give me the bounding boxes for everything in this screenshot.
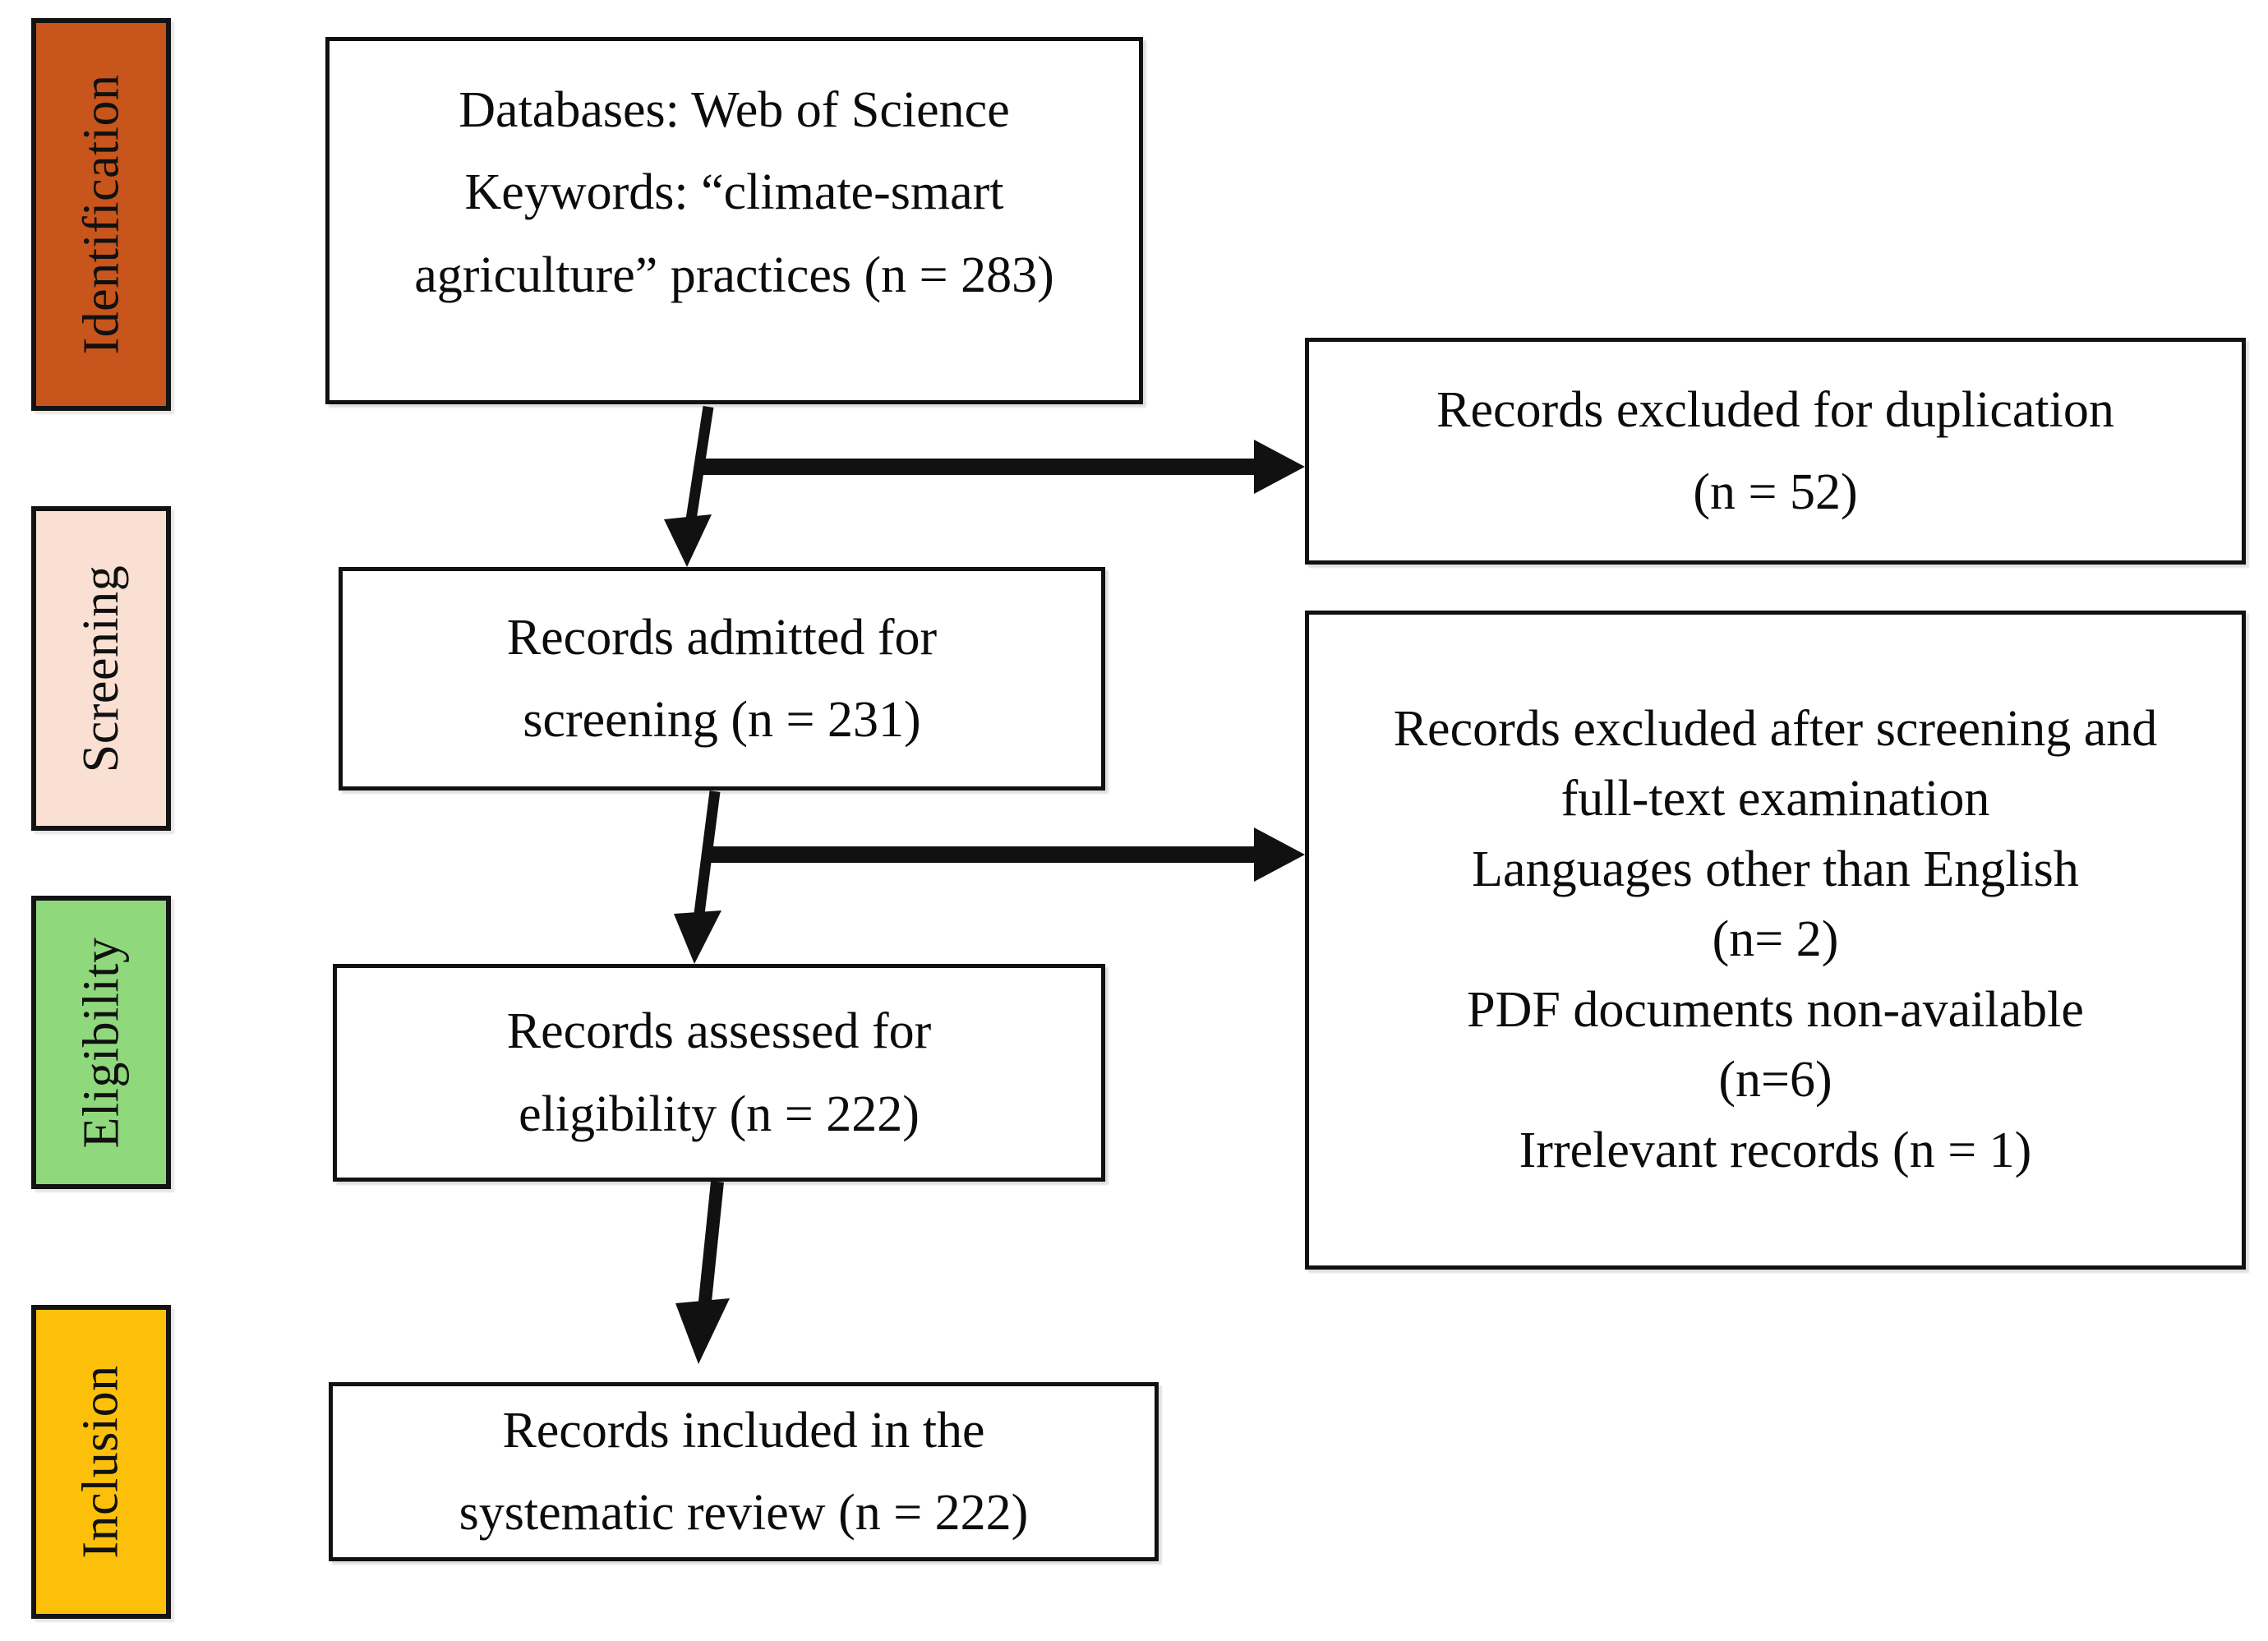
arrow-identification-to-screening-icon xyxy=(664,406,714,567)
eligibility-box-line-1: Records assessed for xyxy=(506,1003,932,1060)
excluded-screening-line-7: Irrelevant records (n = 1) xyxy=(1519,1122,2032,1178)
excluded-screening-line-5: PDF documents non-available xyxy=(1467,981,2084,1038)
arrow-to-excluded-screening-icon xyxy=(708,827,1305,882)
screening-box-line-2: screening (n = 231) xyxy=(523,692,921,748)
stage-chip-identification[interactable]: Identification xyxy=(31,18,171,411)
identification-box-line-2: Keywords: “climate-smart xyxy=(464,164,1004,221)
identification-box[interactable]: Databases: Web of Science Keywords: “cli… xyxy=(325,37,1143,404)
arrow-to-excluded-duplication-icon xyxy=(703,440,1305,494)
arrow-screening-to-eligibility-icon xyxy=(674,791,721,964)
excluded-screening-line-1: Records excluded after screening and xyxy=(1393,700,2158,757)
inclusion-box-line-1: Records included in the xyxy=(502,1402,985,1459)
inclusion-box[interactable]: Records included in the systematic revie… xyxy=(329,1382,1159,1561)
excluded-screening-line-6: (n=6) xyxy=(1718,1052,1832,1109)
identification-box-line-1: Databases: Web of Science xyxy=(459,82,1010,138)
excluded-duplication-line-1: Records excluded for duplication xyxy=(1436,381,2114,438)
screening-box[interactable]: Records admitted for screening (n = 231) xyxy=(339,567,1105,791)
excluded-duplication-box[interactable]: Records excluded for duplication (n = 52… xyxy=(1305,338,2246,565)
stage-label-identification: Identification xyxy=(73,74,130,355)
inclusion-box-line-2: systematic review (n = 222) xyxy=(459,1485,1029,1541)
excluded-screening-line-3: Languages other than English xyxy=(1472,841,2079,897)
identification-box-line-3: agriculture” practices (n = 283) xyxy=(414,247,1054,303)
stage-chip-eligibility[interactable]: Eligibility xyxy=(31,896,171,1189)
arrow-eligibility-to-inclusion-icon xyxy=(675,1181,730,1364)
eligibility-box-line-2: eligibility (n = 222) xyxy=(519,1086,920,1142)
excluded-duplication-line-2: (n = 52) xyxy=(1693,464,1858,520)
excluded-screening-box[interactable]: Records excluded after screening and ful… xyxy=(1305,611,2246,1270)
stage-chip-screening[interactable]: Screening xyxy=(31,506,171,831)
screening-box-line-1: Records admitted for xyxy=(506,609,938,666)
stage-label-inclusion: Inclusion xyxy=(73,1365,129,1559)
excluded-screening-line-2: full-text examination xyxy=(1560,771,1990,827)
excluded-screening-line-4: (n= 2) xyxy=(1712,911,1839,968)
stage-label-screening: Screening xyxy=(73,565,130,772)
stage-label-eligibility: Eligibility xyxy=(73,937,130,1148)
stage-chip-inclusion[interactable]: Inclusion xyxy=(31,1305,171,1619)
eligibility-box[interactable]: Records assessed for eligibility (n = 22… xyxy=(333,964,1105,1182)
